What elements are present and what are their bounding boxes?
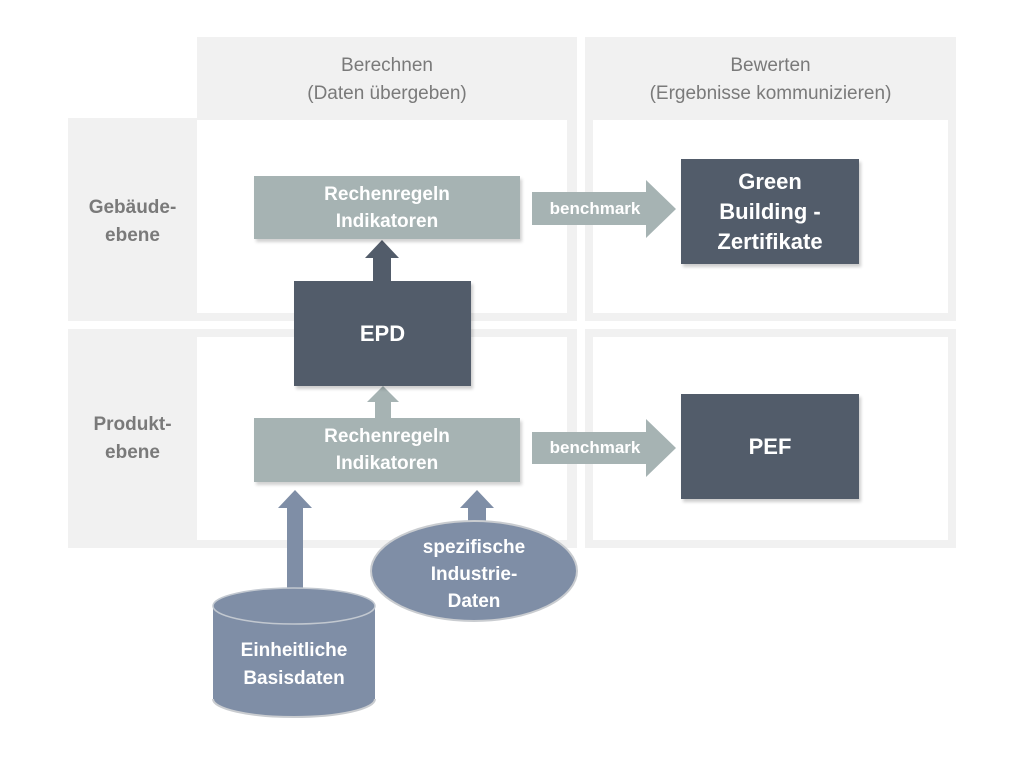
benchmark-label-bottom: benchmark xyxy=(549,438,641,457)
node-label-line: Rechenregeln xyxy=(324,426,450,447)
green-building-certificates-box: Green Building - Zertifikate xyxy=(681,159,859,264)
row-label-line: ebene xyxy=(105,442,160,463)
row-label-line: Produkt- xyxy=(93,414,172,435)
node-label-line: Indikatoren xyxy=(335,453,439,474)
grid-gap-vertical xyxy=(577,37,585,548)
node-label-line: Building - xyxy=(719,198,821,224)
column-header-bewerten: Bewerten (Ergebnisse kommunizieren) xyxy=(585,52,956,108)
node-label-line: Industrie- xyxy=(430,564,518,585)
benchmark-arrow-top xyxy=(532,180,676,238)
arrow-rules-bottom-to-epd xyxy=(367,386,399,418)
epd-box: EPD xyxy=(294,281,471,386)
base-data-cylinder xyxy=(212,587,376,718)
benchmark-label-top: benchmark xyxy=(549,199,641,218)
benchmark-arrow-bottom xyxy=(532,419,676,477)
grid-gap-horizontal xyxy=(68,321,956,329)
column-subtitle: (Ergebnisse kommunizieren) xyxy=(649,83,892,104)
arrow-base-data-to-rules xyxy=(278,490,312,588)
pef-label: PEF xyxy=(748,433,792,459)
arrow-industry-data-to-rules xyxy=(460,490,494,524)
column-title: Berechnen xyxy=(341,55,433,76)
industry-data-label: spezifische Industrie- Daten xyxy=(400,534,548,615)
epd-label: EPD xyxy=(359,320,406,346)
row-label-line: ebene xyxy=(105,225,160,246)
node-label-line: Daten xyxy=(447,591,501,612)
rules-indicators-product: Rechenregeln Indikatoren xyxy=(254,418,520,482)
arrow-epd-to-rules-top xyxy=(365,240,399,281)
node-label-line: Basisdaten xyxy=(243,668,345,689)
row-label-produkt: Produkt- ebene xyxy=(68,411,197,467)
column-header-berechnen: Berechnen (Daten übergeben) xyxy=(197,52,577,108)
node-label-line: Indikatoren xyxy=(335,210,439,232)
row-label-gebaeude: Gebäude- ebene xyxy=(68,194,197,250)
rules-indicators-building: Rechenregeln Indikatoren xyxy=(254,176,520,239)
node-label-line: spezifische xyxy=(422,537,526,558)
pef-box: PEF xyxy=(681,394,859,499)
column-title: Bewerten xyxy=(730,55,811,76)
node-label-line: Zertifikate xyxy=(717,228,823,254)
node-label-line: Einheitliche xyxy=(240,640,348,661)
node-label-line: Rechenregeln xyxy=(324,183,450,205)
industry-data-ellipse xyxy=(370,520,578,622)
column-subtitle: (Daten übergeben) xyxy=(307,83,467,104)
base-data-label: Einheitliche Basisdaten xyxy=(213,637,375,693)
node-label-line: Green xyxy=(738,168,802,194)
row-label-line: Gebäude- xyxy=(88,197,177,218)
